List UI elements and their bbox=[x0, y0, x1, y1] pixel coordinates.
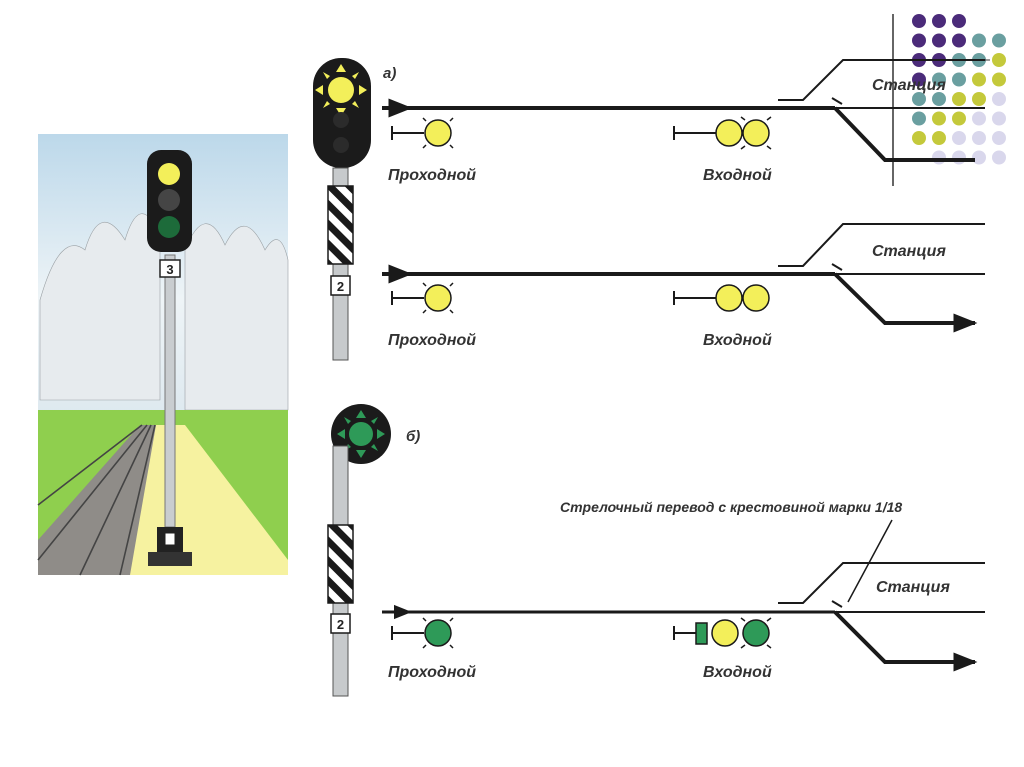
scheme-a-plate-number: 2 bbox=[337, 279, 344, 294]
decorative-dot bbox=[972, 92, 986, 106]
decorative-dot bbox=[952, 131, 966, 145]
decorative-dot bbox=[992, 53, 1006, 67]
decorative-dot bbox=[972, 33, 986, 48]
scheme-a-lamp-yellow bbox=[328, 77, 354, 103]
scheme-b-switch-note: Стрелочный перевод с крестовиной марки 1… bbox=[560, 499, 902, 515]
scheme-b-number-plate bbox=[330, 613, 351, 634]
scheme-a-row2-tracks bbox=[382, 223, 985, 333]
scheme-a-row1-tracks bbox=[382, 59, 985, 162]
decorative-dot bbox=[952, 14, 966, 28]
scheme-a-mast-signal: 2 bbox=[313, 58, 371, 361]
decorative-dot bbox=[972, 72, 986, 87]
photo-lamp-yellow bbox=[158, 163, 180, 185]
scheme-a-row2-passing-label: Проходной bbox=[388, 332, 476, 349]
decorative-dot bbox=[932, 14, 946, 28]
decorative-dot bbox=[952, 111, 966, 126]
scheme-a-row1-passing-lamp-yellow bbox=[424, 119, 452, 147]
scheme-a-row1-entry-label: Входной bbox=[703, 167, 772, 184]
decorative-dot bbox=[912, 111, 926, 126]
decorative-dot bbox=[932, 111, 946, 126]
scheme-a-marker: а) bbox=[383, 65, 396, 82]
decorative-dot bbox=[952, 72, 966, 87]
scheme-b-entry-green-strip bbox=[695, 622, 708, 645]
scheme-b-entry-lamp-green bbox=[742, 619, 770, 647]
scheme-b-entry-lamp-yellow bbox=[711, 619, 739, 647]
photo-plate-number: 3 bbox=[166, 262, 173, 277]
decorative-dot bbox=[952, 92, 966, 106]
decorative-dot bbox=[912, 14, 926, 28]
scheme-a-row1-entry-lamp-1 bbox=[715, 119, 743, 147]
scheme-a-row2-entry-signal bbox=[673, 284, 770, 312]
scheme-a-row2-entry-lamp-2 bbox=[742, 284, 770, 312]
scheme-a-row1-passing-signal bbox=[391, 117, 454, 149]
scheme-a-number-plate bbox=[330, 275, 351, 296]
photo-number-plate bbox=[159, 259, 181, 278]
scheme-b-plate-number: 2 bbox=[337, 617, 344, 632]
photo-base-foot bbox=[148, 552, 192, 566]
scheme-b-marker: б) bbox=[406, 428, 420, 445]
decorative-dot bbox=[952, 150, 966, 165]
scheme-b-lamp-green bbox=[349, 422, 373, 446]
decorative-dot bbox=[972, 131, 986, 145]
decorative-dot bbox=[972, 111, 986, 126]
scheme-a-lamp-unlit-2 bbox=[333, 137, 349, 153]
scheme-a-row2-station-label: Станция bbox=[872, 243, 946, 260]
scheme-b-station-label: Станция bbox=[876, 579, 950, 596]
decorative-dot bbox=[912, 33, 926, 48]
decorative-dot bbox=[912, 92, 926, 106]
photo-trees bbox=[39, 213, 289, 411]
decorative-dot bbox=[932, 131, 946, 145]
photo-rails bbox=[37, 424, 156, 576]
decorative-dot bbox=[992, 111, 1006, 126]
photo-signal-illustration: 3 bbox=[37, 134, 289, 576]
decorative-dot bbox=[992, 131, 1006, 145]
scheme-a-row2-entry-lamp-1 bbox=[715, 284, 743, 312]
decorative-dot bbox=[932, 72, 946, 87]
photo-lamp-green bbox=[158, 216, 180, 238]
photo-lamp-dark bbox=[158, 189, 180, 211]
decorative-dot bbox=[992, 33, 1006, 48]
scheme-a-lamp-unlit-1 bbox=[333, 112, 349, 128]
decorative-dot bbox=[952, 33, 966, 48]
scheme-a-row2-passing-lamp-yellow bbox=[424, 284, 452, 312]
scheme-b-entry-label: Входной bbox=[703, 664, 772, 681]
decorative-dot-grid bbox=[912, 14, 1006, 165]
scheme-a-row2-passing-signal bbox=[391, 282, 454, 314]
decorative-dot bbox=[992, 150, 1006, 165]
scheme-b-passing-label: Проходной bbox=[388, 664, 476, 681]
decorative-dot bbox=[932, 33, 946, 48]
scheme-a-row1-passing-label: Проходной bbox=[388, 167, 476, 184]
decorative-dot bbox=[972, 150, 986, 165]
scheme-b-entry-signal bbox=[673, 617, 772, 649]
photo-ballast bbox=[38, 425, 156, 575]
scheme-b-mast-signal: 2 bbox=[327, 404, 391, 697]
decorative-dot bbox=[912, 72, 926, 87]
decorative-dot bbox=[992, 92, 1006, 106]
scheme-a-row1-entry-signal bbox=[673, 116, 772, 150]
decorative-dot bbox=[992, 72, 1006, 87]
scheme-a-row1-station-label: Станция bbox=[872, 77, 946, 94]
decorative-dot bbox=[932, 150, 946, 165]
photo-base-window bbox=[164, 532, 176, 546]
scheme-a-lamp-rays bbox=[315, 64, 367, 116]
scheme-a-row1-entry-lamp-2 bbox=[742, 119, 770, 147]
scheme-a-hatch-plate bbox=[327, 185, 354, 265]
decorative-dot bbox=[932, 92, 946, 106]
scheme-b-switch-leader bbox=[847, 519, 893, 603]
scheme-b-tracks bbox=[382, 562, 985, 672]
scheme-b-passing-lamp-green bbox=[424, 619, 452, 647]
photo-mast bbox=[164, 254, 176, 528]
scheme-b-passing-signal bbox=[391, 617, 454, 649]
decorative-dot bbox=[912, 131, 926, 145]
scheme-a-row2-entry-label: Входной bbox=[703, 332, 772, 349]
scheme-b-hatch-plate bbox=[327, 524, 354, 604]
